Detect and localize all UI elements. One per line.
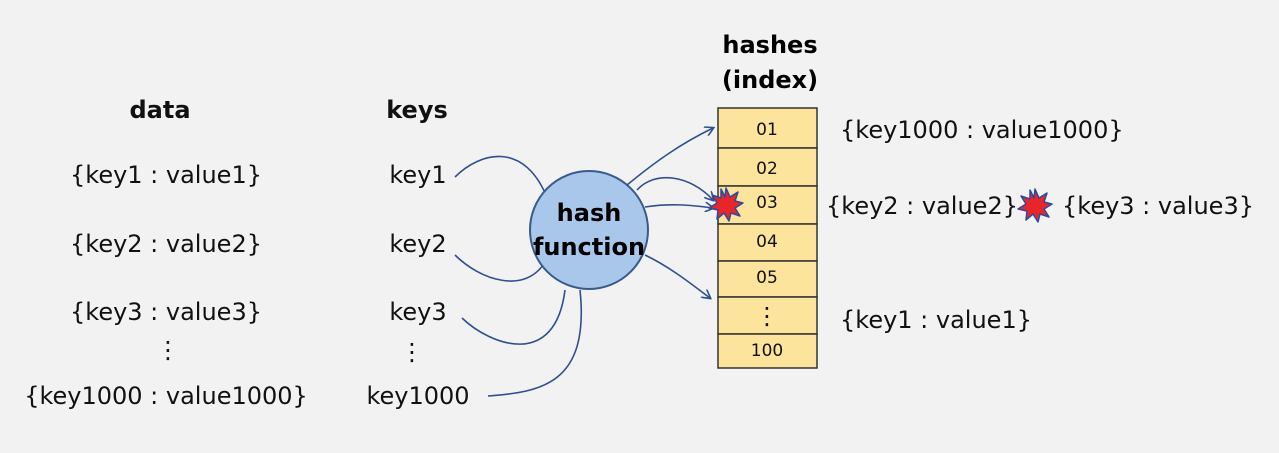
key-item: key3 [389, 298, 447, 326]
arrow-to-03-upper [636, 176, 713, 200]
hashes-heading-line1: hashes [722, 31, 818, 59]
key-item: key1000 [366, 382, 470, 410]
table-cell-05 [717, 260, 818, 298]
table-cell-dots [717, 296, 818, 335]
collision-burst-icon [708, 187, 744, 222]
table-cell-02 [717, 147, 818, 187]
result-row-dots: {key1 : value1} [840, 306, 1032, 334]
table-cell-label: 05 [756, 268, 778, 288]
table-cell-04 [717, 223, 818, 262]
table-cell-label: 02 [756, 159, 778, 179]
table-cell-label: 100 [750, 341, 784, 361]
key-item: key2 [389, 230, 447, 258]
data-item: {key3 : value3} [70, 298, 262, 326]
key3-curve [461, 289, 566, 345]
data-item: {key2 : value2} [70, 230, 262, 258]
table-cell-01 [717, 107, 818, 149]
data-item: {key1000 : value1000} [24, 382, 308, 410]
keys-heading: keys [386, 96, 448, 124]
hash-function-label: hash function [533, 196, 645, 264]
key2-curve [454, 254, 546, 282]
data-heading: data [129, 96, 191, 124]
key-ellipsis: ⋮ [400, 338, 424, 366]
key1000-curve [487, 289, 583, 397]
arrow-to-dots [644, 254, 710, 298]
key1-curve [454, 155, 549, 201]
hash-function-line1: hash [556, 199, 622, 227]
result-row03-b: {key3 : value3} [1062, 192, 1254, 220]
table-cell-label: 01 [756, 120, 778, 140]
hash-function-line2: function [532, 233, 646, 261]
arrow-to-03-lower [644, 205, 713, 208]
hashes-heading: hashes (index) [722, 28, 818, 98]
data-item: {key1 : value1} [70, 161, 262, 189]
table-cell-label: 03 [756, 193, 778, 213]
table-cell-label: 04 [756, 232, 778, 252]
data-ellipsis: ⋮ [156, 336, 180, 364]
result-row01: {key1000 : value1000} [840, 116, 1124, 144]
table-cell-ellipsis: ⋮ [755, 302, 779, 330]
collision-burst-icon [1017, 188, 1053, 223]
table-cell-100 [717, 333, 818, 369]
result-row03-a: {key2 : value2} [826, 192, 1018, 220]
key-item: key1 [389, 161, 447, 189]
arrow-to-01 [626, 128, 713, 186]
hashes-heading-line2: (index) [721, 66, 819, 94]
hash-function-circle [529, 170, 649, 290]
